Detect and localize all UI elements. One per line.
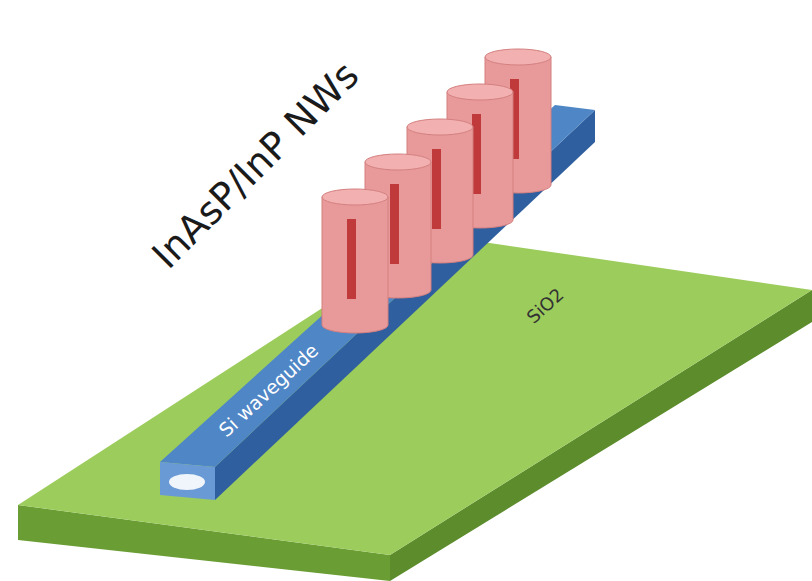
nanowire-top	[485, 49, 551, 65]
inasp-segment	[347, 219, 356, 299]
optical-mode	[169, 474, 205, 490]
nanowire-body	[322, 197, 388, 333]
nanowire-top	[322, 189, 388, 205]
nanowire-top	[365, 154, 431, 170]
waveguide-end	[160, 462, 215, 500]
nanowire-top	[407, 119, 473, 135]
nanowire-top	[447, 84, 513, 100]
inasp-segment	[390, 184, 399, 264]
inasp-segment	[432, 149, 441, 229]
